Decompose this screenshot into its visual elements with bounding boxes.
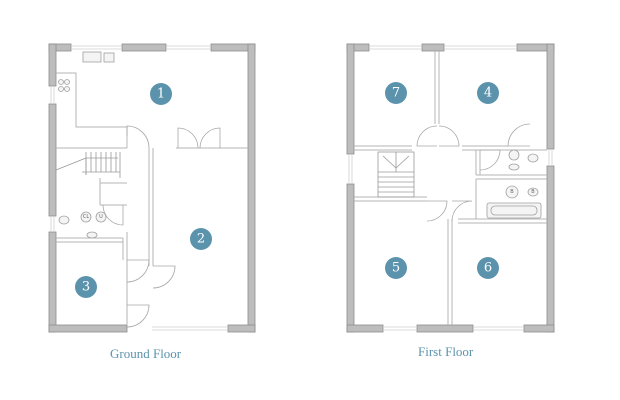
ground-floor-plan: CL U 1 2 3	[48, 43, 256, 333]
wall	[346, 183, 355, 333]
room-badge-7: 7	[385, 82, 407, 104]
door	[126, 259, 150, 283]
room-badge-2: 2	[190, 228, 212, 250]
door	[507, 123, 531, 147]
sink	[82, 51, 102, 63]
room-number: 5	[392, 261, 400, 276]
cooker	[103, 52, 115, 63]
door	[438, 125, 460, 147]
door	[177, 127, 199, 149]
room-badge-6: 6	[477, 257, 499, 279]
room-number: 2	[197, 232, 205, 247]
wall	[523, 324, 555, 333]
wall	[48, 43, 57, 87]
first-floor-label: First Floor	[418, 344, 474, 359]
room-number: 4	[484, 86, 492, 101]
wall	[546, 43, 555, 150]
wall	[416, 324, 474, 333]
room-number: 7	[392, 86, 400, 101]
room-number: 3	[82, 280, 90, 295]
first-floor-plan: B B 7 4 5 6	[346, 43, 555, 333]
door	[126, 304, 150, 328]
appliance-label: B	[510, 189, 514, 195]
basin	[86, 231, 98, 239]
door	[479, 149, 501, 171]
room-badge-1: 1	[150, 83, 172, 105]
appliance	[80, 211, 92, 223]
wall	[48, 231, 57, 333]
wall	[48, 324, 128, 333]
toilet	[527, 153, 539, 163]
wall	[227, 324, 256, 333]
hob	[64, 86, 70, 92]
door	[426, 200, 448, 222]
appliance	[505, 185, 519, 199]
bathtub-basin	[490, 205, 538, 216]
appliance	[508, 149, 520, 161]
staircase	[377, 151, 415, 198]
room-badge-4: 4	[477, 82, 499, 104]
room-badge-3: 3	[75, 276, 97, 298]
wall	[346, 43, 355, 155]
room-badge-5: 5	[385, 257, 407, 279]
basin	[508, 163, 520, 171]
door	[416, 125, 438, 147]
appliance-label: CL	[83, 214, 89, 220]
room-number: 6	[484, 261, 492, 276]
door	[199, 127, 221, 149]
toilet	[527, 187, 539, 197]
wall	[121, 43, 167, 52]
wall	[546, 165, 555, 333]
door	[126, 125, 150, 149]
door	[152, 265, 176, 289]
door	[451, 200, 473, 222]
door	[102, 204, 124, 226]
wall	[421, 43, 445, 52]
appliance	[95, 211, 107, 223]
hob	[58, 79, 64, 85]
staircase	[55, 152, 121, 178]
toilet	[58, 215, 70, 225]
hob	[64, 79, 70, 85]
appliance-label: U	[99, 214, 103, 220]
appliance-label: B	[531, 189, 535, 195]
wall	[346, 324, 384, 333]
ground-floor-label: Ground Floor	[110, 346, 182, 361]
room-number: 1	[157, 87, 165, 102]
wall	[48, 103, 57, 217]
hob	[58, 86, 64, 92]
wall	[247, 43, 256, 333]
